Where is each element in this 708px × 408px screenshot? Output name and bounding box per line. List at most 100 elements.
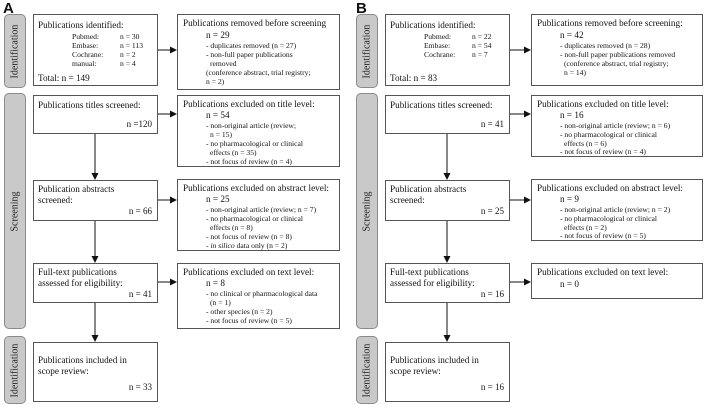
source-name: Cochrane: — [424, 50, 456, 59]
excluded-title-count: n = 54 — [206, 110, 230, 120]
identified-box-b: Publications identified: Pubmed: n = 22 … — [385, 14, 510, 86]
excluded-text-line: - no clinical or pharmacological data — [206, 289, 318, 298]
excluded-abstract-line: - not focus of review (n = 5) — [560, 231, 646, 240]
excluded-title-line: n = 15) — [210, 130, 232, 139]
panel-b-label: B — [356, 0, 367, 17]
excluded-title-line: - non-original article (review; n = 6) — [560, 121, 671, 130]
phase-identification-top-b: Identification — [356, 14, 378, 88]
fulltext-label-line2: assessed for eligibility: — [390, 278, 475, 288]
identified-title: Publications identified: — [38, 20, 124, 30]
excluded-abstract-line: - no pharmacological or clinical — [206, 214, 303, 223]
removed-title: Publications removed before screening — [183, 18, 327, 28]
source-name: Embase: — [424, 41, 451, 50]
included-box-b: Publications included in scope review: n… — [385, 342, 510, 402]
excluded-title-box-a: Publications excluded on title level: n … — [177, 95, 340, 167]
abstracts-screened-box-b: Publication abstracts screened: n = 25 — [385, 180, 510, 221]
excluded-text-line: - other species (n = 2) — [206, 307, 273, 316]
abstracts-label-line2: screened: — [390, 195, 425, 205]
source-name: Embase: — [72, 41, 99, 50]
excluded-title-line: effects (n = 35) — [210, 148, 257, 157]
identified-total: Total: n = 149 — [38, 73, 90, 83]
excluded-abstract-label: Publications excluded on abstract level: — [183, 183, 329, 193]
included-box-a: Publications included in scope review: n… — [33, 342, 158, 402]
excluded-abstract-label: Publications excluded on abstract level: — [537, 183, 683, 193]
excluded-abstract-line: - no pharmacological or clinical — [560, 214, 657, 223]
excluded-text-box-a: Publications excluded on text level: n =… — [177, 263, 340, 329]
source-count: n = 30 — [120, 32, 140, 41]
source-name: Pubmed: — [424, 32, 452, 41]
excluded-title-label: Publications excluded on title level: — [183, 99, 315, 109]
phase-screening-a: Screening — [4, 93, 26, 329]
abstracts-label-line1: Publication abstracts — [390, 184, 467, 194]
excluded-text-count: n = 0 — [560, 279, 579, 289]
included-label-line2: scope review: — [38, 366, 89, 376]
source-count: n = 113 — [120, 41, 143, 50]
source-name: Cochrane: — [72, 50, 104, 59]
titles-screened-label: Publications titles screened: — [390, 100, 493, 110]
excluded-abstract-line: - not focus of review (n = 8) — [206, 232, 292, 241]
abstracts-label-line1: Publication abstracts — [38, 184, 115, 194]
identified-total: Total: n = 83 — [390, 73, 438, 83]
excluded-text-label: Publications excluded on text level: — [537, 267, 669, 277]
abstracts-screened-box-a: Publication abstracts screened: n = 66 — [33, 180, 158, 221]
removed-count: n = 42 — [560, 30, 584, 40]
removed-line: - duplicates removed (n = 28) — [560, 41, 651, 50]
excluded-title-line: - not focus of review (n = 4) — [560, 147, 646, 156]
excluded-abstract-line: - non-original article (review; n = 7) — [206, 205, 317, 214]
removed-line: n = 14) — [564, 68, 586, 77]
source-name: manual: — [72, 59, 97, 68]
excluded-abstract-line: - non-original article (review; n = 2) — [560, 205, 671, 214]
source-count: n = 22 — [472, 32, 492, 41]
excluded-title-line: - no pharmacological or clinical — [560, 130, 657, 139]
titles-screened-count: n = 41 — [480, 119, 504, 129]
removed-title: Publications removed before screening: — [537, 18, 683, 28]
excluded-text-label: Publications excluded on text level: — [183, 267, 315, 277]
excluded-text-box-b: Publications excluded on text level: n =… — [531, 263, 703, 299]
included-count: n = 16 — [480, 382, 504, 392]
excluded-text-line: - not focus of review (n = 5) — [206, 316, 292, 325]
source-name: Pubmed: — [72, 32, 100, 41]
excluded-title-label: Publications excluded on title level: — [537, 99, 669, 109]
source-count: n = 2 — [120, 50, 136, 59]
fulltext-box-a: Full-text publications assessed for elig… — [33, 263, 158, 303]
removed-line: - non-full paper publications — [206, 50, 293, 59]
source-count: n = 7 — [472, 50, 488, 59]
fulltext-label-line1: Full-text publications — [390, 267, 469, 277]
included-label-line2: scope review: — [390, 366, 441, 376]
abstracts-screened-count: n = 25 — [480, 206, 504, 216]
excluded-title-line: - non-original article (review; — [206, 121, 297, 130]
removed-count: n = 29 — [206, 30, 230, 40]
abstracts-label-line2: screened: — [38, 195, 73, 205]
removed-line: (conference abstract, trial registry; — [564, 59, 669, 68]
identified-title: Publications identified: — [390, 20, 476, 30]
fulltext-label-line2: assessed for eligibility: — [38, 278, 123, 288]
titles-screened-box-a: Publications titles screened: n =120 — [33, 95, 158, 134]
titles-screened-label: Publications titles screened: — [38, 100, 141, 110]
panel-a-label: A — [3, 0, 14, 17]
fulltext-box-b: Full-text publications assessed for elig… — [385, 263, 510, 303]
excluded-abstract-box-a: Publications excluded on abstract level:… — [177, 179, 340, 251]
removed-line: n = 2) — [206, 77, 225, 86]
removed-line: - non-full paper publications removed — [560, 50, 676, 59]
excluded-title-line: effects (n = 6) — [564, 139, 607, 148]
removed-box-a: Publications removed before screening n … — [177, 14, 340, 90]
excluded-text-count: n = 8 — [206, 278, 225, 288]
excluded-title-count: n = 16 — [560, 110, 584, 120]
removed-box-b: Publications removed before screening: n… — [531, 14, 703, 86]
phase-identification-bottom-b: Identification — [356, 336, 378, 404]
included-label-line1: Publications included in — [390, 355, 479, 365]
excluded-abstract-count: n = 9 — [560, 194, 579, 204]
fulltext-count: n = 41 — [128, 289, 152, 299]
removed-line: - duplicates removed (n = 27) — [206, 41, 297, 50]
abstracts-screened-count: n = 66 — [128, 206, 152, 216]
included-label-line1: Publications included in — [38, 355, 127, 365]
excluded-abstract-line: effects (n = 2) — [564, 223, 607, 232]
removed-line: removed — [210, 59, 237, 68]
removed-line: (conference abstract, trial registry; — [206, 68, 311, 77]
fulltext-count: n = 16 — [480, 289, 504, 299]
excluded-title-line: - not focus of review (n = 4) — [206, 157, 292, 166]
included-count: n = 33 — [128, 382, 152, 392]
excluded-abstract-count: n = 25 — [206, 194, 230, 204]
titles-screened-count: n =120 — [126, 119, 152, 129]
